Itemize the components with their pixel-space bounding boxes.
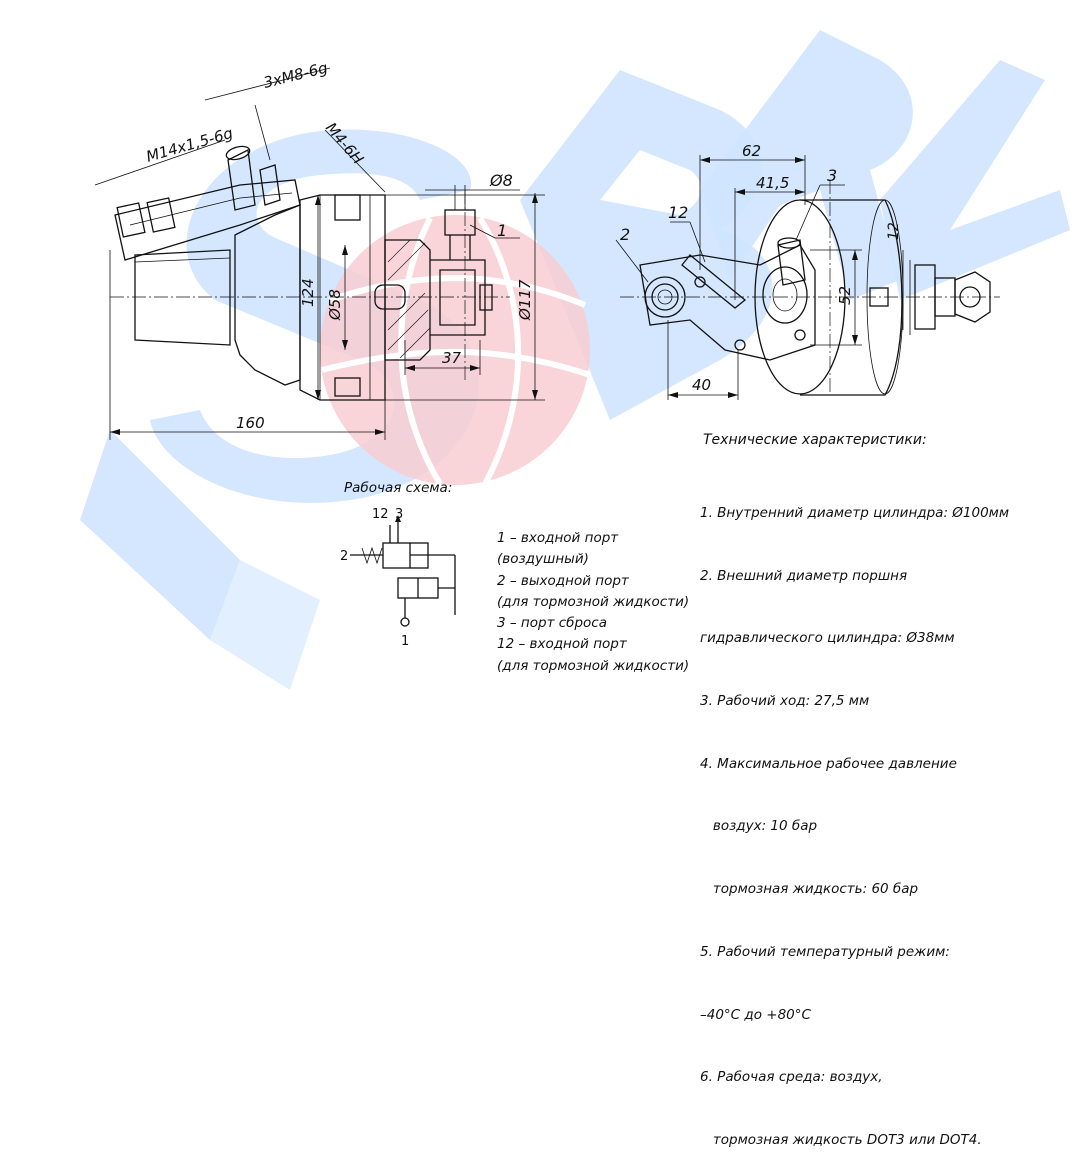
working-scheme — [350, 515, 456, 627]
legend-line: 3 – порт сброса — [497, 615, 608, 632]
end-view — [615, 155, 1000, 400]
legend-line: (для тормозной жидкости) — [497, 593, 690, 610]
dim-thread-m4: M4-6H — [322, 119, 367, 168]
spec-line: воздух: 10 бар — [700, 818, 818, 835]
spec-line: 5. Рабочий температурный режим: — [700, 943, 950, 960]
callout-port-2: 2 — [620, 225, 630, 244]
legend-line: (воздушный) — [497, 551, 589, 568]
dim-12: 12 — [886, 222, 902, 240]
dim-37: 37 — [442, 349, 462, 367]
legend-line: (для тормозной жидкости) — [497, 657, 690, 674]
spec-line: 1. Внутренний диаметр цилиндра: Ø100мм — [700, 505, 1010, 521]
technical-drawing: M14x1,5-6g 3xM8-6g M4-6H Ø8 Ø58 Ø117 124… — [94, 59, 1000, 649]
scheme-title: Рабочая схема: — [344, 480, 453, 496]
spec-line: 6. Рабочая среда: воздух, — [700, 1069, 883, 1086]
scheme-label-12: 12 — [372, 507, 389, 522]
spec-line: –40°С до +80°С — [700, 1006, 811, 1023]
dim-thread-m14: M14x1,5-6g — [144, 124, 235, 166]
dim-124: 124 — [299, 278, 317, 307]
spec-line: 3. Рабочий ход: 27,5 мм — [700, 693, 870, 710]
legend-line: 1 – входной порт — [497, 530, 619, 546]
spec-line: тормозная жидкость: 60 бар — [700, 881, 919, 898]
specs-title: Технические характеристики: — [703, 432, 927, 448]
dim-thread-3xm8: 3xM8-6g — [262, 59, 330, 92]
dim-40: 40 — [692, 376, 711, 394]
legend-line: 12 – входной порт — [497, 636, 627, 653]
side-view — [94, 67, 545, 440]
watermark — [80, 30, 1070, 690]
dim-dia-8: Ø8 — [489, 171, 513, 190]
dim-52: 52 — [836, 286, 854, 305]
dim-160: 160 — [236, 414, 265, 432]
spec-line: 2. Внешний диаметр поршня — [700, 567, 908, 584]
dim-62: 62 — [742, 142, 761, 160]
callout-port-12: 12 — [668, 203, 688, 222]
spec-line: тормозная жидкость DOT3 или DOT4. — [700, 1131, 982, 1148]
watermark-logo-l — [880, 60, 1070, 300]
callout-port-3: 3 — [827, 166, 837, 185]
legend-line: 2 – выходной порт — [497, 572, 629, 589]
dim-dia-117: Ø117 — [516, 279, 534, 321]
housing-section-hatch — [384, 239, 431, 361]
dim-41-5: 41,5 — [756, 174, 789, 192]
watermark-logo-r — [700, 30, 913, 300]
dim-dia-58: Ø58 — [326, 289, 344, 321]
mounting-bracket — [114, 145, 301, 261]
callout-port-1: 1 — [497, 221, 507, 240]
specs-list: 1. Внутренний диаметр цилиндра: Ø100мм 2… — [700, 461, 1009, 1172]
watermark-logo-tail — [80, 430, 320, 690]
watermark-globe — [320, 215, 591, 486]
spec-line: гидравлического цилиндра: Ø38мм — [700, 630, 955, 647]
scheme-label-3: 3 — [395, 507, 403, 522]
port-legend: 1 – входной порт (воздушный) 2 – выходно… — [497, 528, 689, 677]
scheme-label-1: 1 — [401, 634, 409, 649]
scheme-label-2: 2 — [340, 549, 348, 564]
spec-line: 4. Максимальное рабочее давление — [700, 755, 957, 772]
